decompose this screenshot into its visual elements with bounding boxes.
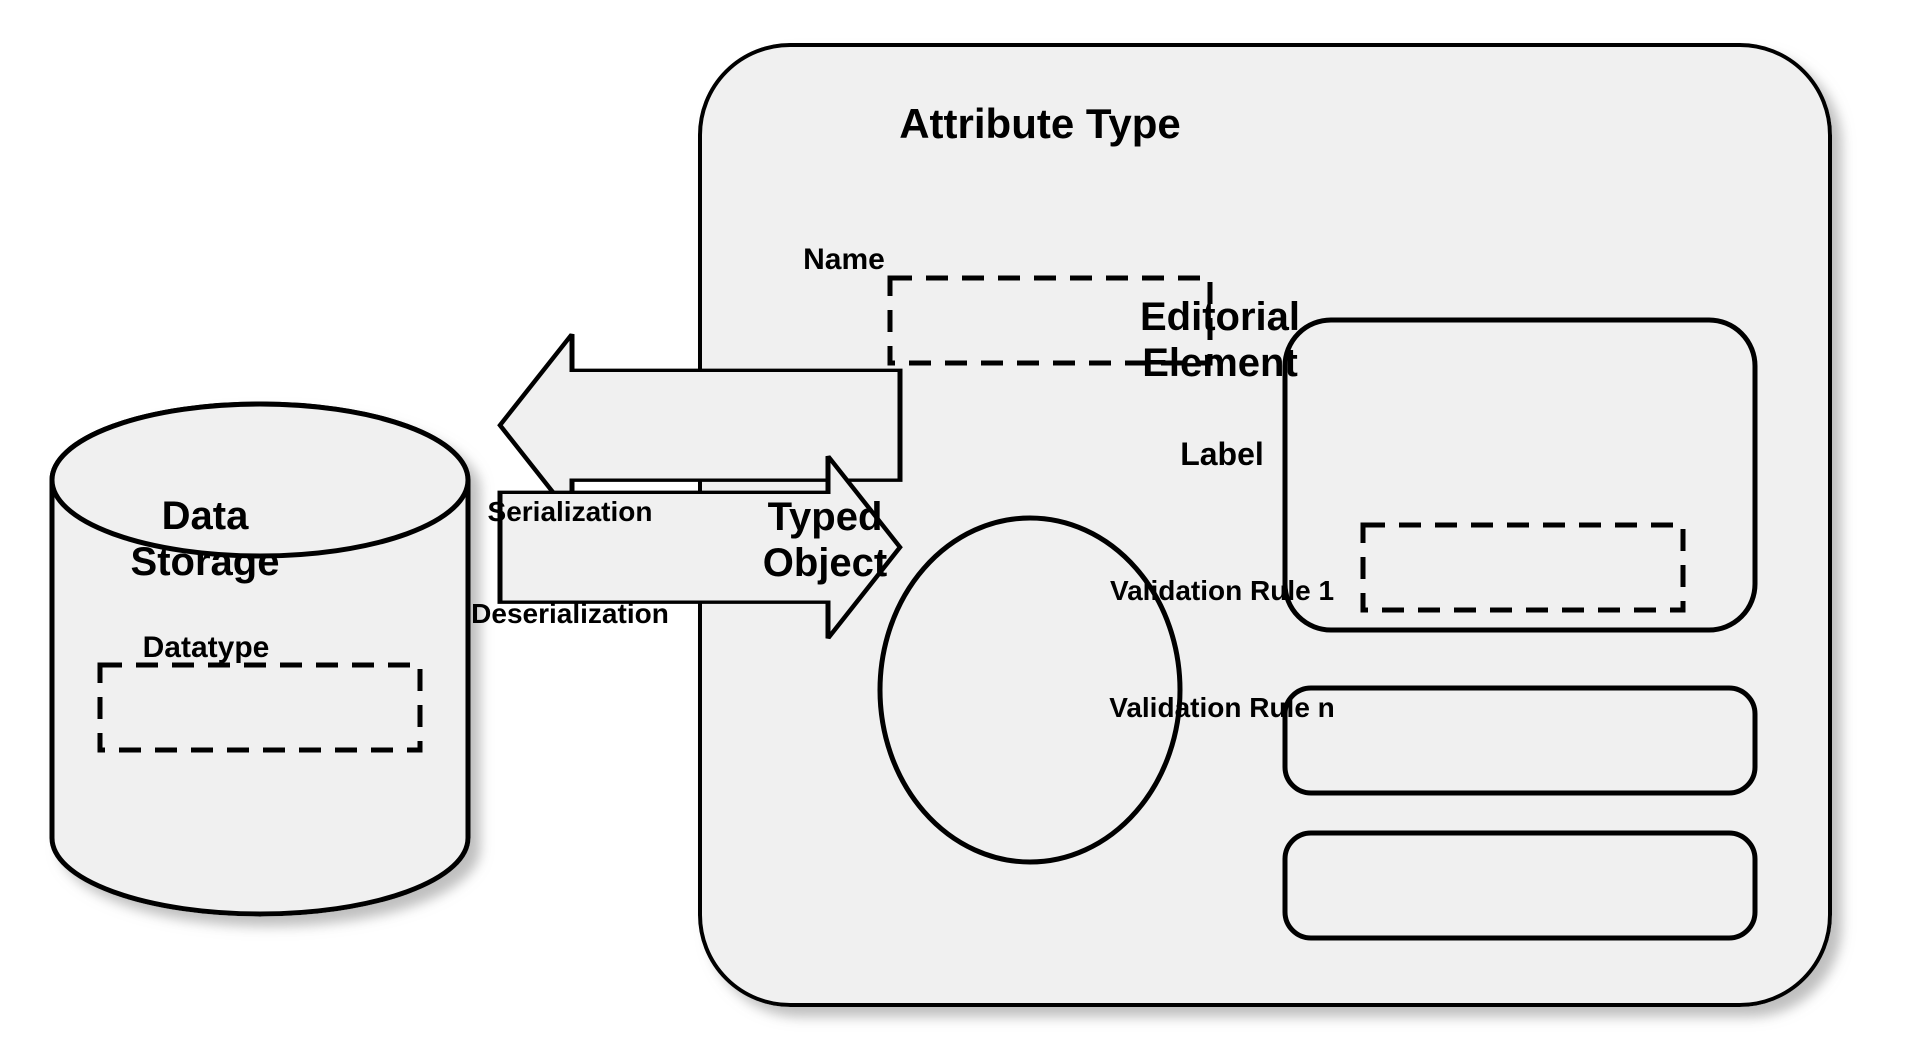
- editorial-label-box[interactable]: [1360, 522, 1686, 613]
- validation-rule-n-box[interactable]: [1282, 830, 1758, 941]
- data-storage-cylinder[interactable]: [49, 401, 471, 917]
- validation-rule-1-box[interactable]: [1282, 685, 1758, 796]
- typed-object-circle[interactable]: [877, 515, 1183, 865]
- datatype-box[interactable]: [97, 662, 423, 753]
- name-box[interactable]: [887, 275, 1213, 366]
- deserialization-arrow[interactable]: [497, 455, 903, 640]
- editorial-element-box[interactable]: [1282, 317, 1758, 633]
